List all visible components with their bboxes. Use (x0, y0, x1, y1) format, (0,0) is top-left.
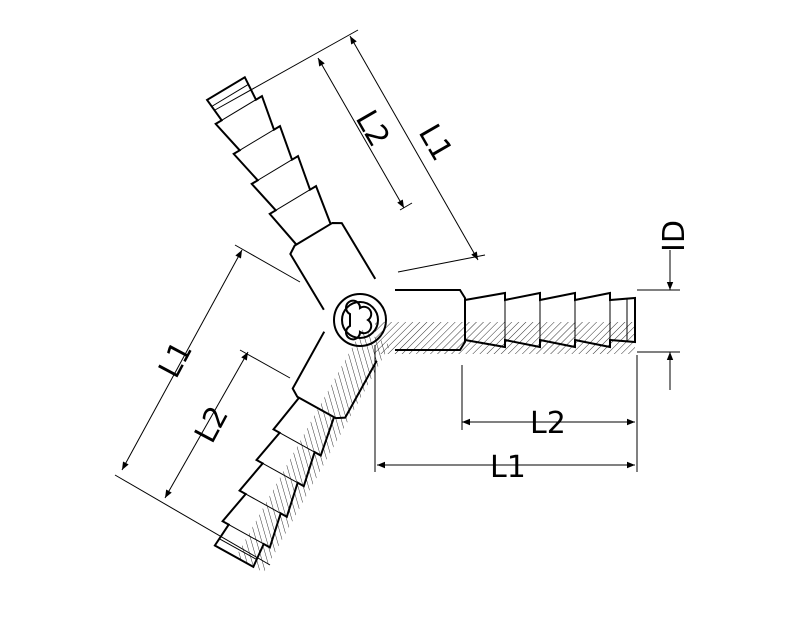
dimension-right (374, 250, 680, 472)
bottom-l1-label: L1 (490, 450, 526, 485)
connector-body (199, 72, 636, 573)
upper-l2-label: L2 (348, 105, 396, 154)
hub-ring (333, 293, 387, 347)
id-label: ID (657, 220, 692, 252)
dimension-upper (214, 29, 486, 273)
right-arm (375, 289, 636, 354)
upper-l1-label: L1 (411, 119, 459, 168)
upper-left-arm (199, 72, 377, 311)
bottom-l2-label: L2 (530, 406, 566, 441)
left-l1-label: L1 (152, 336, 200, 384)
lower-left-arm (206, 329, 390, 573)
left-l2-label: L2 (188, 401, 236, 449)
dimension-left (114, 244, 301, 566)
